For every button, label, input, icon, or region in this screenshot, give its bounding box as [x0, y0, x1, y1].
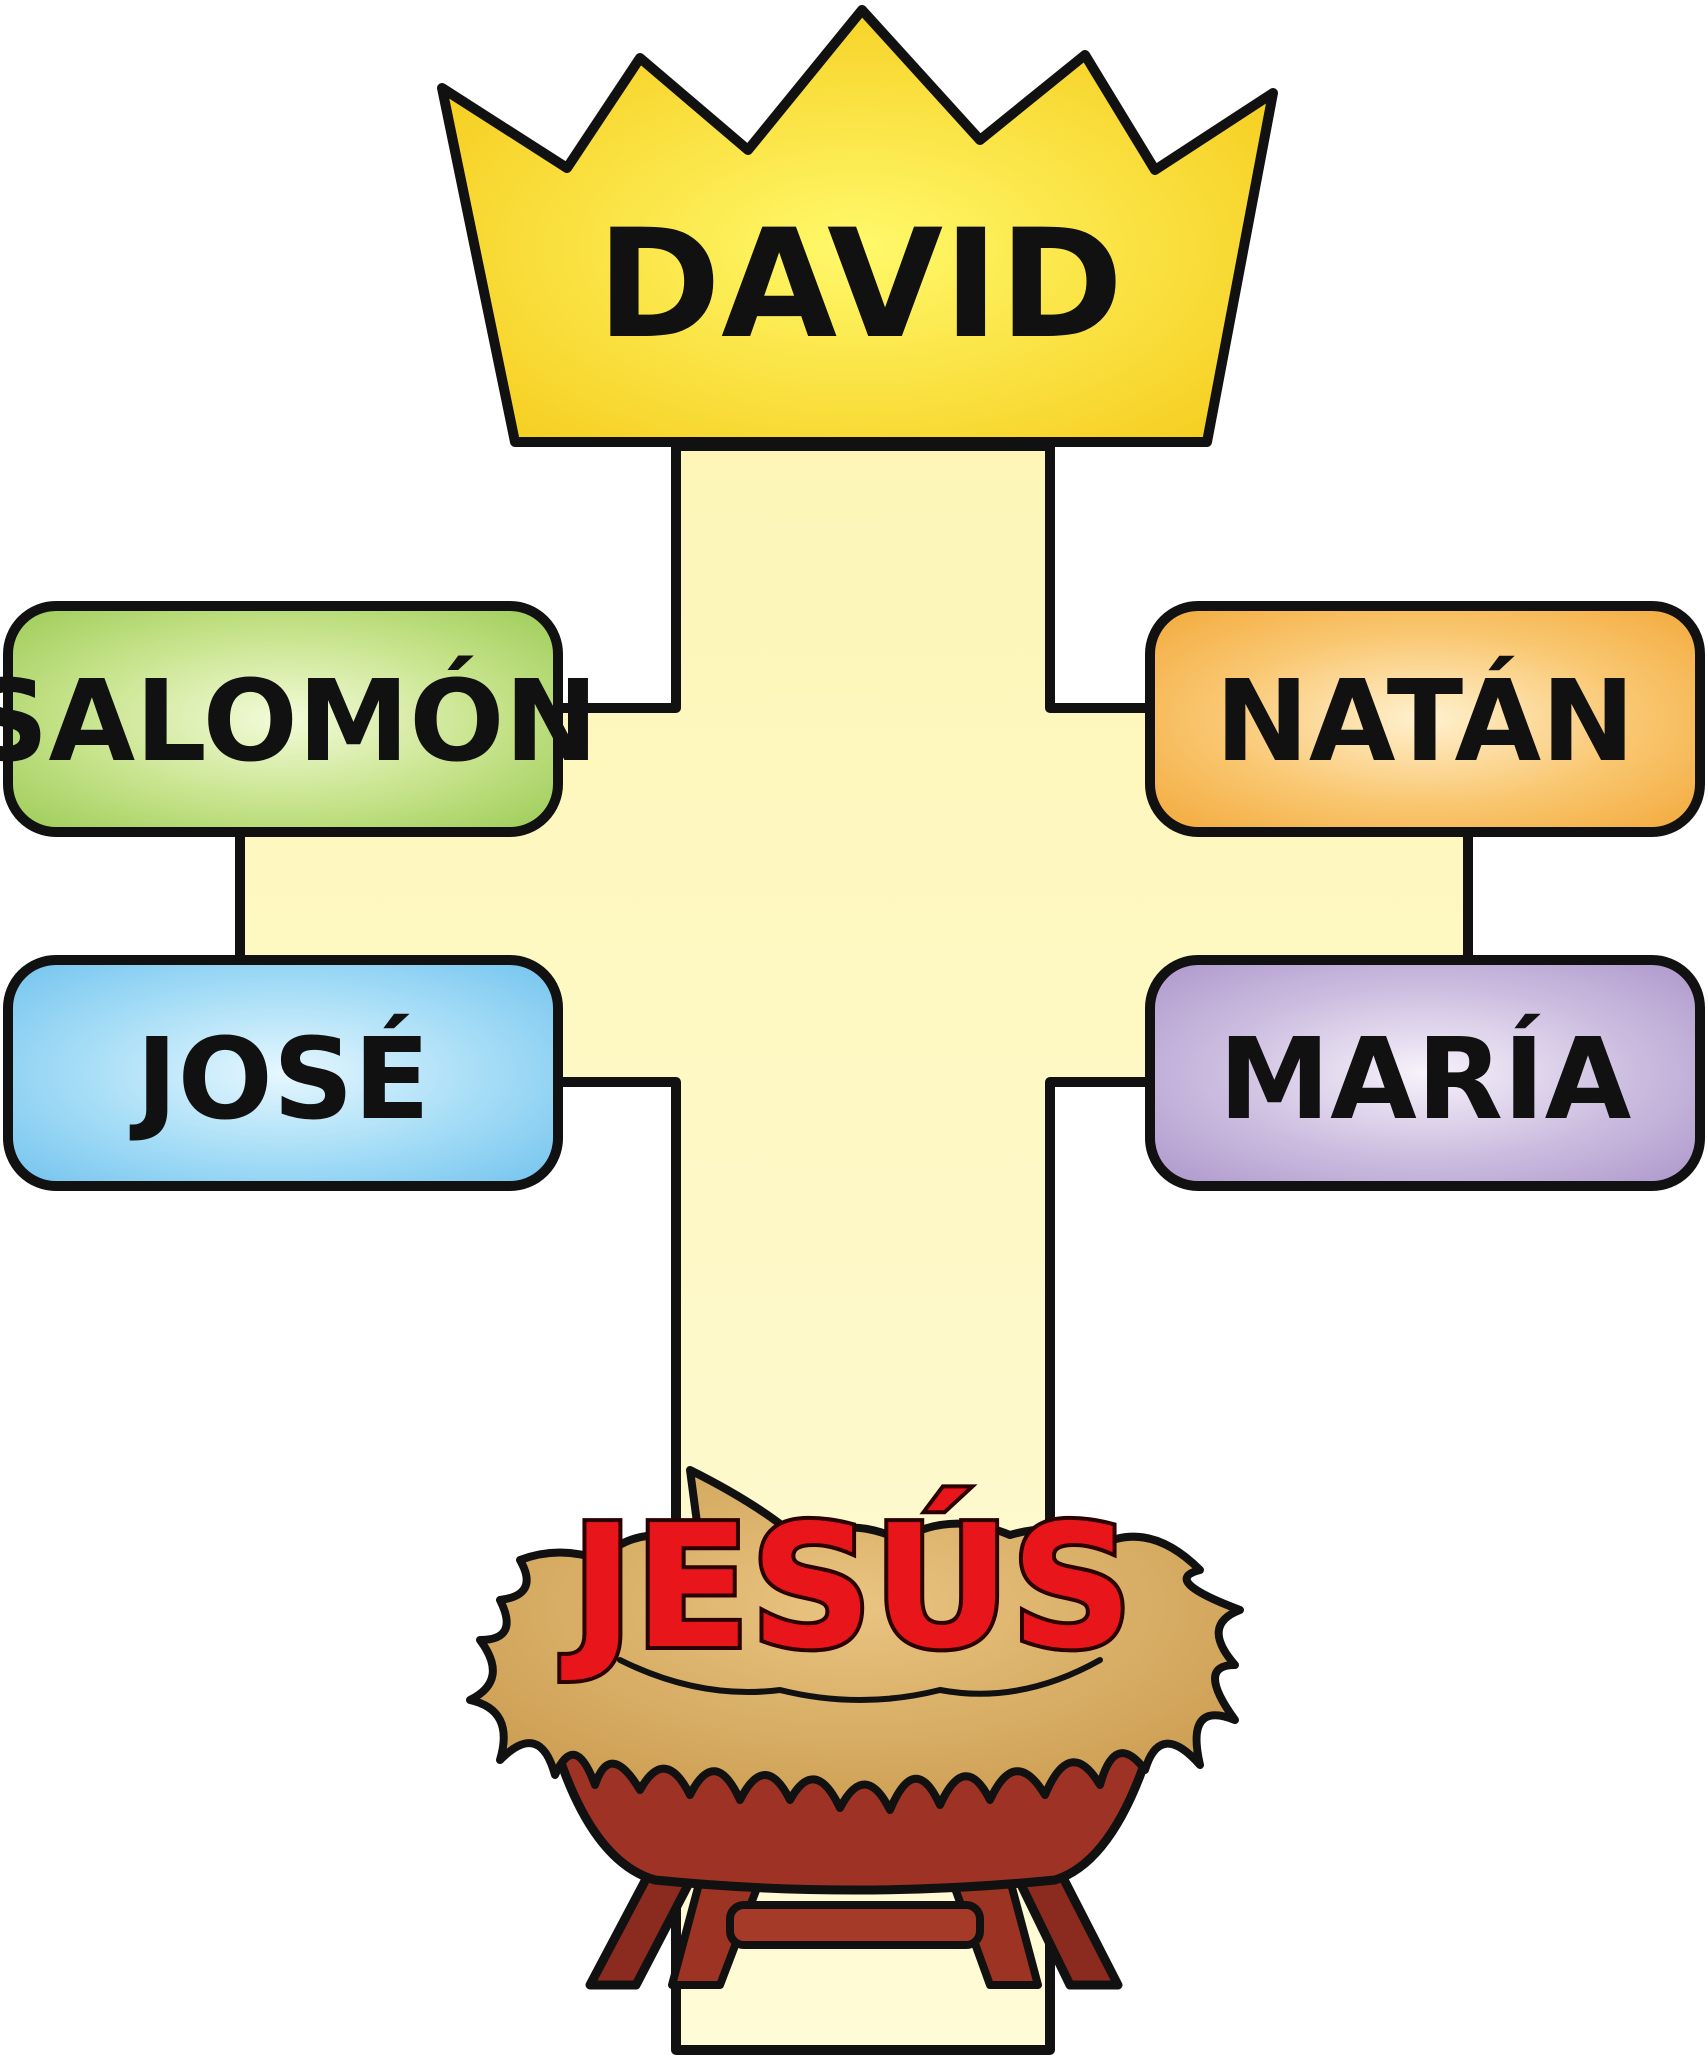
- node-maria: MARÍA: [1145, 955, 1705, 1191]
- root-node-crown: DAVID: [437, 5, 1278, 447]
- node-jose-label: JOSÉ: [129, 1013, 430, 1145]
- crown-icon: [437, 5, 1278, 447]
- node-salomon-label: SALOMÓN: [0, 656, 598, 787]
- root-label: DAVID: [597, 198, 1124, 372]
- manger-straw: [466, 1466, 1244, 1814]
- leaf-label: JESÚS: [561, 1488, 1133, 1687]
- node-natan: NATÁN: [1145, 601, 1705, 837]
- node-natan-label: NATÁN: [1215, 655, 1635, 787]
- node-maria-label: MARÍA: [1219, 1013, 1632, 1145]
- node-salomon: SALOMÓN: [0, 601, 598, 837]
- leaf-node-manger: JESÚS: [466, 1466, 1244, 1990]
- node-jose: JOSÉ: [3, 955, 563, 1191]
